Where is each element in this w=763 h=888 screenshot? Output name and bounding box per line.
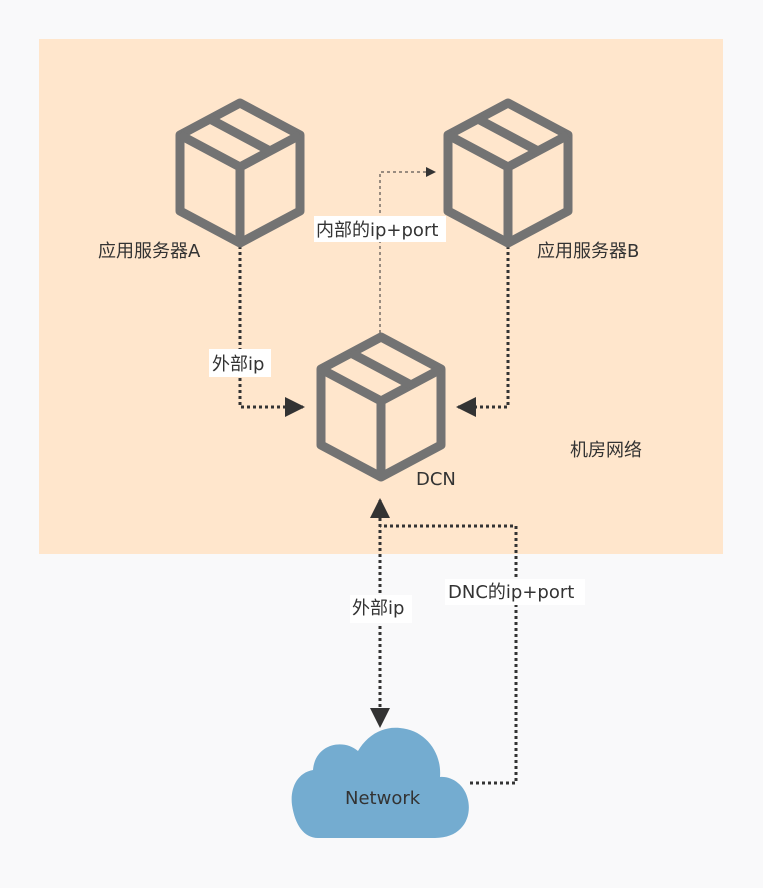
edge-network-to-dcn-port	[380, 524, 518, 785]
edge-label-dcn-to-b: 内部的ip+port	[316, 220, 438, 241]
network-label: Network	[345, 788, 421, 809]
network-cloud-icon	[291, 727, 469, 838]
edge-label-network-to-dcn-port: DNC的ip+port	[448, 582, 574, 603]
edge-label-network-dcn: 外部ip	[352, 598, 404, 619]
edge-server-b-to-dcn	[456, 246, 510, 417]
edge-label-a-to-dcn: 外部ip	[212, 354, 264, 375]
dcn-label: DCN	[416, 469, 456, 490]
server-a-label: 应用服务器A	[98, 241, 201, 262]
server-b-label: 应用服务器B	[537, 241, 639, 262]
zone-label: 机房网络	[570, 440, 642, 461]
